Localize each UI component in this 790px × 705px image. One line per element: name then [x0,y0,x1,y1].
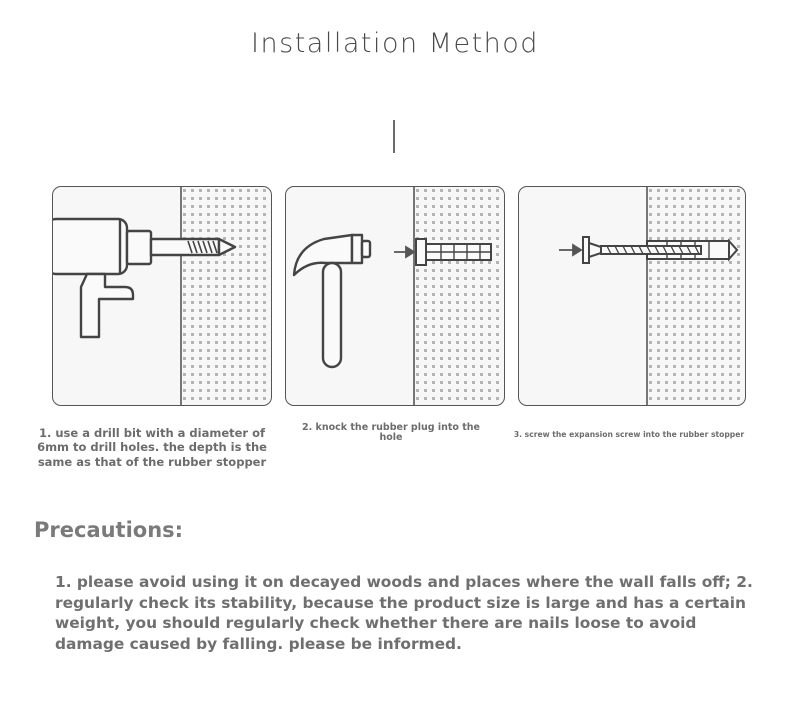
step-2-panel [285,186,505,406]
hammer-icon [292,233,372,369]
rubber-plug-icon [415,238,492,266]
screw-icon [582,236,739,264]
precautions-title: Precautions: [34,518,184,542]
step-3-caption: 3. screw the expansion screw into the ru… [513,430,745,439]
divider-line [393,120,395,153]
step-2-caption: 2. knock the rubber plug into the hole [302,422,480,444]
step-1-panel [52,186,272,406]
step-3-panel [518,186,746,406]
drill-icon [53,217,237,339]
arrow-right-icon [559,243,583,257]
page-title: Installation Method [251,28,539,59]
precautions-body: 1. please avoid using it on decayed wood… [55,573,753,653]
arrow-right-icon [394,245,416,259]
step-1-caption: 1. use a drill bit with a diameter of 6m… [37,426,267,469]
